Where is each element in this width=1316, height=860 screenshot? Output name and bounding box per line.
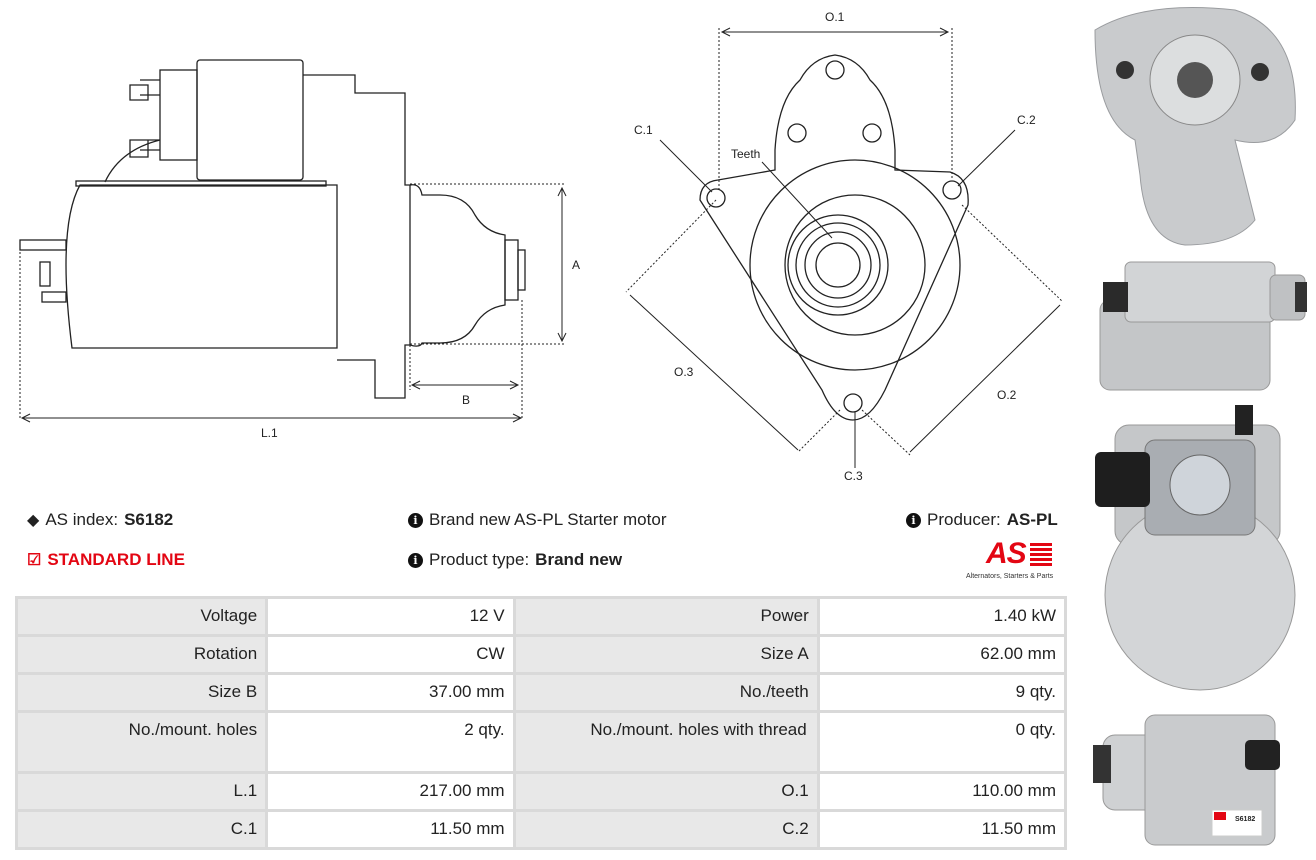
spec-value: CW <box>265 634 516 675</box>
front-view-diagram: O.1 O.2 O.3 C.1 C.2 C.3 Teeth <box>625 10 1064 483</box>
spec-value: 11.50 mm <box>816 809 1068 850</box>
spec-label: Rotation <box>14 634 269 675</box>
dimension-lines <box>629 27 1061 468</box>
motor-body-outline <box>19 59 526 399</box>
dim-label-o1: O.1 <box>825 10 845 24</box>
spec-label: Power <box>512 596 820 637</box>
info-icon: i <box>408 512 423 528</box>
as-index-label: AS index: <box>45 510 119 529</box>
spec-label: L.1 <box>14 771 269 812</box>
spec-value: 11.50 mm <box>265 809 516 850</box>
checkbox-icon: ☑ <box>27 552 42 569</box>
spec-label: O.1 <box>512 771 820 812</box>
standard-line-label: STANDARD LINE <box>47 550 185 569</box>
dim-label-a: A <box>572 258 580 272</box>
as-index: ◆ AS index: S6182 <box>27 510 173 530</box>
dim-label-o3: O.3 <box>674 365 694 379</box>
photo-label-code: S6182 <box>1235 816 1255 823</box>
producer-label: Producer: <box>927 510 1001 529</box>
spec-value: 37.00 mm <box>265 672 516 713</box>
photo-front[interactable] <box>1094 7 1296 246</box>
tags-icon: ◆ <box>27 512 40 529</box>
side-view-diagram: A B L.1 <box>19 59 580 440</box>
product-type: i Product type: Brand new <box>408 550 622 570</box>
dim-label-o2: O.2 <box>997 388 1017 402</box>
spec-label: Size B <box>14 672 269 713</box>
dim-label-c2: C.2 <box>1017 113 1036 127</box>
logo-tagline: Alternators, Starters & Parts <box>966 573 1054 580</box>
product-type-value: Brand new <box>535 550 623 569</box>
as-pl-logo: AS Alternators, Starters & Parts <box>966 537 1066 582</box>
producer-value: AS-PL <box>1006 510 1058 529</box>
spec-value: 1.40 kW <box>816 596 1068 637</box>
dim-label-c3: C.3 <box>844 469 863 483</box>
spec-label: C.1 <box>14 809 269 850</box>
spec-label: No./mount. holes with thread <box>512 710 820 774</box>
dimension-lines <box>20 186 567 423</box>
spec-value: 62.00 mm <box>816 634 1068 675</box>
product-type-label: Product type: <box>429 550 530 569</box>
spec-value: 12 V <box>265 596 516 637</box>
dim-label-b: B <box>462 393 470 407</box>
info-icon: i <box>408 552 423 568</box>
spec-label: C.2 <box>512 809 820 850</box>
flange-outline <box>699 54 969 421</box>
dimension-guides <box>625 28 1064 456</box>
standard-line-badge: ☑ STANDARD LINE <box>27 550 185 570</box>
description-text: Brand new AS-PL Starter motor <box>429 510 667 529</box>
spec-value: 217.00 mm <box>265 771 516 812</box>
spec-value: 0 qty. <box>816 710 1068 774</box>
logo-mark: AS <box>986 537 1027 570</box>
dimension-guides <box>19 183 565 420</box>
product-photos: S6182 <box>1093 7 1307 846</box>
photo-side-bottom[interactable]: S6182 <box>1093 714 1280 846</box>
spec-value: 9 qty. <box>816 672 1068 713</box>
spec-label: Size A <box>512 634 820 675</box>
spec-label: No./teeth <box>512 672 820 713</box>
spec-value: 110.00 mm <box>816 771 1068 812</box>
dim-label-l1: L.1 <box>261 426 278 440</box>
dim-label-c1: C.1 <box>634 123 653 137</box>
producer: i Producer: AS-PL <box>906 510 1058 530</box>
spec-label: Voltage <box>14 596 269 637</box>
photo-side-top[interactable] <box>1099 261 1307 391</box>
dim-label-teeth: Teeth <box>731 147 760 161</box>
spec-value: 2 qty. <box>265 710 516 774</box>
spec-label: No./mount. holes <box>14 710 269 774</box>
photo-rear[interactable] <box>1095 405 1296 691</box>
logo-stripes <box>1030 543 1052 568</box>
info-icon: i <box>906 512 921 528</box>
as-index-value: S6182 <box>124 510 174 529</box>
description: i Brand new AS-PL Starter motor <box>408 510 666 530</box>
